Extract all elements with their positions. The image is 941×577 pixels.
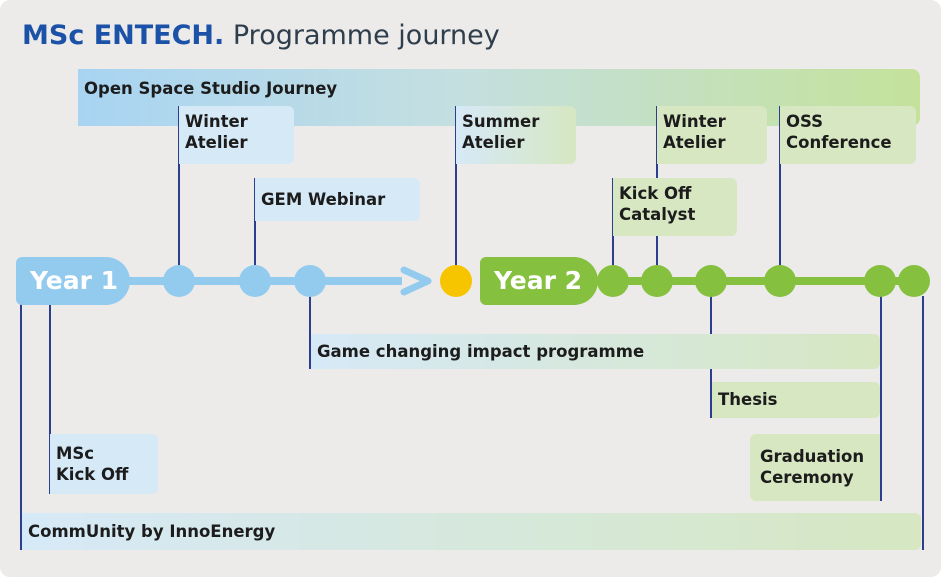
node-community-end	[898, 265, 930, 297]
arrow-right-icon	[400, 266, 432, 296]
title-brand: MSc ENTECH.	[22, 20, 225, 51]
connector-winter-atelier-1	[178, 106, 180, 266]
node-oss-conference	[764, 265, 796, 297]
node-winter-atelier-1	[163, 265, 195, 297]
node-gem-webinar	[239, 265, 271, 297]
bar-community: CommUnity by InnoEnergy	[22, 513, 921, 550]
connector-oss-conference	[779, 106, 781, 266]
node-summer-atelier	[440, 265, 472, 297]
bar-game-changing-impact: Game changing impact programme	[311, 334, 880, 369]
node-kick-off-catalyst	[597, 265, 629, 297]
connector-summer-atelier	[455, 106, 457, 266]
bar-graduation-ceremony: Graduation Ceremony	[750, 434, 880, 501]
bar-msc-kick-off: MSc Kick Off	[50, 434, 158, 494]
tag-winter-atelier-2: Winter Atelier	[657, 106, 767, 164]
tag-oss-conference: OSS Conference	[780, 106, 916, 164]
tag-kick-off-catalyst: Kick Off Catalyst	[613, 178, 737, 236]
title-rest: Programme journey	[224, 20, 500, 51]
tag-gem-webinar: GEM Webinar	[255, 178, 420, 221]
bar-thesis: Thesis	[712, 382, 880, 418]
connector-community-start	[20, 300, 22, 550]
node-winter-atelier-2	[641, 265, 673, 297]
year-1-pill: Year 1	[16, 257, 130, 305]
track-year-2	[560, 277, 915, 285]
connector-game-changing	[309, 296, 311, 369]
connector-graduation	[880, 296, 882, 501]
node-graduation	[864, 265, 896, 297]
node-game-changing	[294, 265, 326, 297]
tag-summer-atelier: Summer Atelier	[456, 106, 576, 164]
connector-msc-kick-off	[49, 300, 51, 494]
year-2-pill: Year 2	[480, 257, 598, 305]
connector-community-end	[922, 296, 924, 550]
connector-gem-webinar	[254, 178, 256, 266]
node-thesis	[695, 265, 727, 297]
diagram-title: MSc ENTECH. Programme journey	[22, 18, 500, 54]
tag-winter-atelier-1: Winter Atelier	[179, 106, 294, 164]
